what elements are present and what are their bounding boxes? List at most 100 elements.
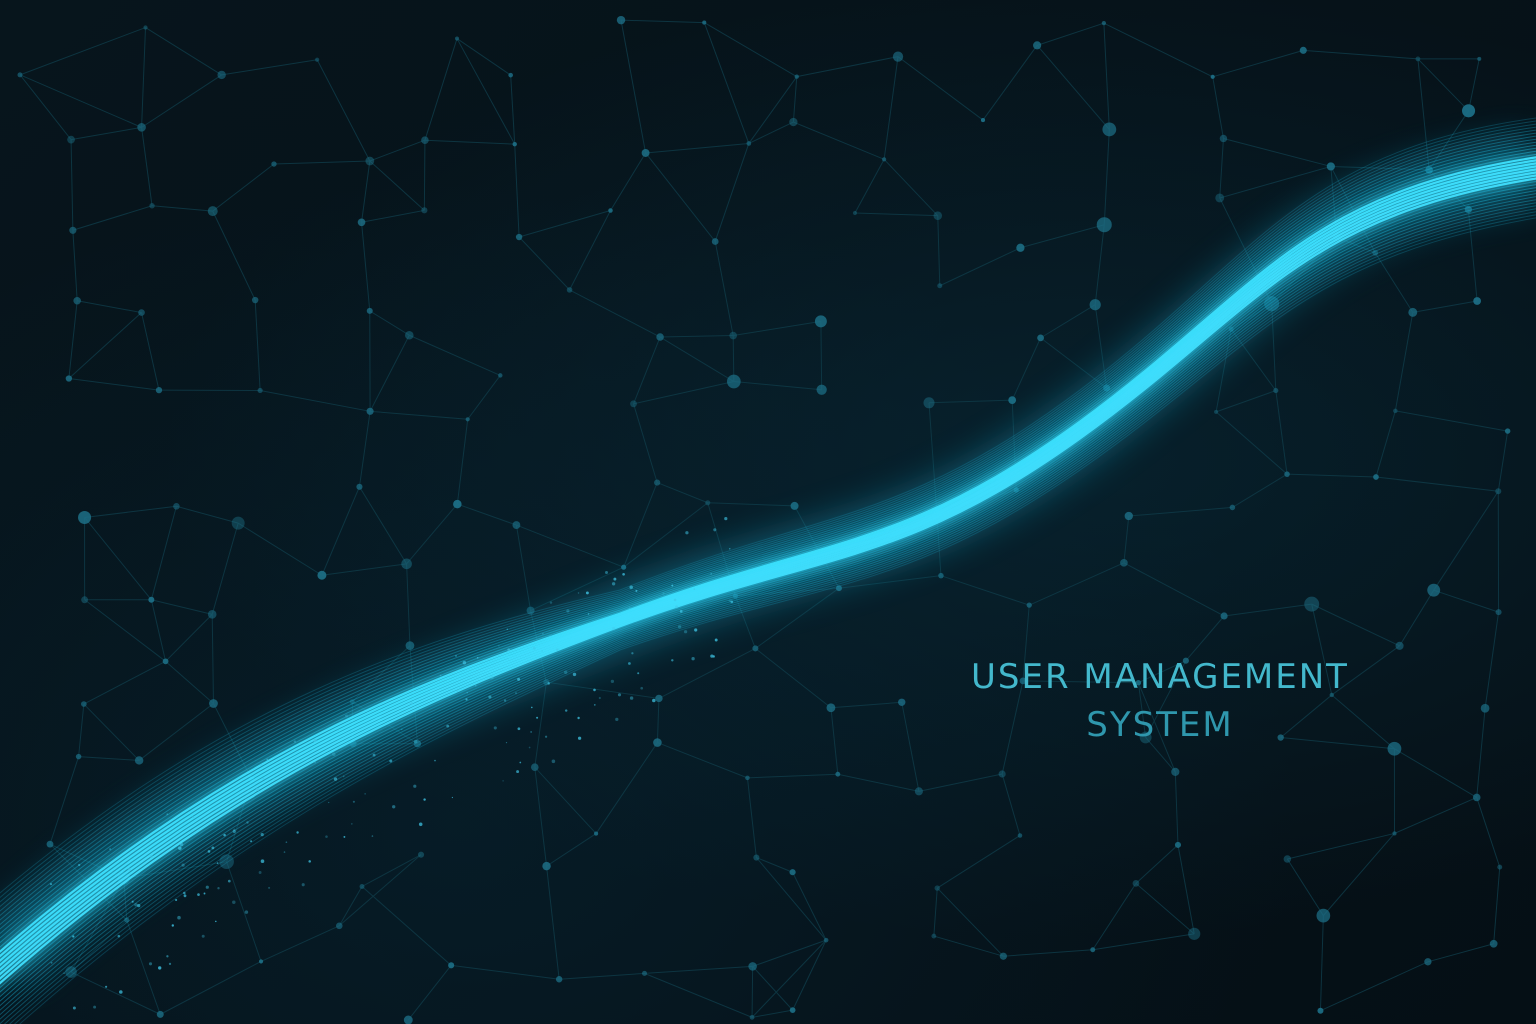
wave-strand — [0, 141, 1536, 930]
network-node — [1016, 243, 1025, 252]
network-link — [321, 563, 407, 576]
dust-particle — [519, 761, 522, 764]
network-node — [454, 36, 460, 41]
wave-strand — [0, 193, 1536, 1007]
network-link — [1103, 23, 1110, 130]
dust-particle — [515, 692, 517, 695]
network-node — [745, 775, 750, 781]
network-link — [369, 160, 425, 211]
dust-particle — [462, 660, 467, 665]
dust-particle — [474, 684, 477, 687]
network-node — [852, 210, 858, 216]
wave-strand — [3, 208, 1536, 1024]
dust-particle — [117, 934, 121, 938]
network-node — [937, 283, 943, 289]
network-link — [1003, 949, 1093, 957]
network-link — [534, 766, 597, 834]
network-link — [1375, 410, 1396, 478]
network-link — [755, 857, 827, 941]
network-node — [271, 161, 277, 167]
dust-particle — [685, 531, 689, 535]
network-link — [1395, 410, 1508, 432]
network-link — [141, 312, 160, 391]
network-node — [1277, 734, 1284, 741]
dust-particle — [78, 863, 81, 867]
network-node — [789, 869, 796, 876]
dust-particle — [333, 777, 338, 781]
network-node — [365, 156, 375, 166]
network-link — [1138, 660, 1187, 684]
network-link — [633, 336, 661, 404]
network-node — [542, 861, 551, 871]
dust-particle — [423, 798, 426, 801]
network-node — [1497, 864, 1503, 870]
network-link — [83, 703, 140, 761]
wave-strand — [0, 126, 1536, 908]
network-node — [1477, 56, 1482, 61]
dust-particle — [179, 842, 184, 847]
network-link — [936, 887, 1004, 957]
network-link — [1275, 390, 1288, 475]
dust-particle — [232, 900, 236, 904]
network-node — [1215, 193, 1225, 203]
dust-particle — [675, 605, 679, 609]
network-link — [456, 38, 516, 145]
network-link — [1322, 833, 1395, 916]
network-node — [1373, 474, 1379, 480]
network-node — [1304, 596, 1320, 612]
network-link — [1467, 209, 1478, 301]
network-node — [421, 136, 429, 145]
network-link — [733, 320, 821, 337]
network-link — [514, 144, 520, 238]
wave-strand — [0, 181, 1536, 989]
network-link — [621, 19, 705, 24]
network-link — [937, 215, 941, 286]
network-node — [789, 117, 798, 127]
network-link — [534, 682, 547, 768]
network-link — [1375, 476, 1499, 492]
network-link — [657, 742, 748, 779]
network-node — [78, 510, 92, 525]
network-node — [149, 203, 155, 209]
network-link — [1001, 680, 1024, 775]
dust-particle — [389, 759, 393, 763]
dust-particle — [465, 698, 468, 701]
network-node — [790, 501, 799, 510]
network-link — [1433, 491, 1499, 591]
network-link — [1092, 883, 1137, 951]
dust-particle — [217, 887, 220, 890]
dust-particle — [351, 735, 354, 737]
wave-strand — [0, 138, 1536, 926]
network-link — [358, 411, 371, 487]
network-link — [369, 335, 410, 412]
network-node — [403, 1015, 413, 1024]
network-link — [1022, 605, 1030, 681]
network-link — [748, 76, 798, 144]
dust-particle — [536, 716, 539, 719]
network-node — [515, 233, 523, 241]
dust-particle — [671, 584, 674, 587]
network-link — [933, 935, 1004, 957]
network-link — [369, 139, 426, 162]
wave-strand — [0, 177, 1536, 985]
network-node — [67, 135, 75, 144]
network-link — [837, 773, 919, 792]
network-node — [81, 701, 87, 707]
network-link — [633, 381, 734, 405]
dust-particle — [197, 893, 200, 896]
dust-particle — [502, 780, 504, 782]
dust-particle — [507, 648, 511, 652]
dust-particle — [612, 627, 616, 631]
network-node — [892, 51, 904, 62]
wave-strand — [0, 202, 1536, 1020]
network-node — [616, 15, 626, 25]
network-link — [165, 613, 213, 662]
dust-particle — [49, 883, 53, 886]
network-node — [1427, 583, 1441, 597]
network-link — [361, 209, 425, 223]
network-node — [137, 123, 146, 132]
network-link — [1145, 660, 1187, 738]
wave-strand — [0, 159, 1536, 958]
dust-particle — [629, 696, 634, 700]
